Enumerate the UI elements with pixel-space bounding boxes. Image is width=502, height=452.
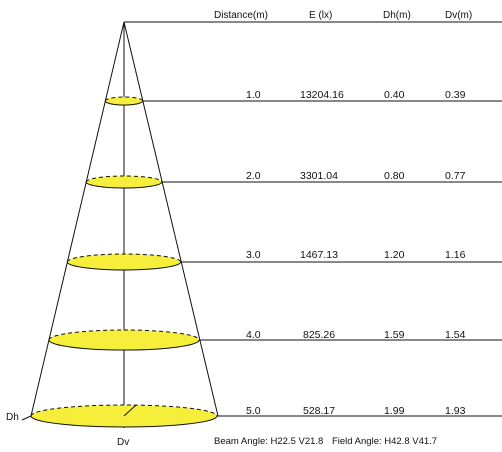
cone-right-edge — [123, 21, 219, 417]
row-2-dh: 0.80 — [384, 170, 405, 182]
beam-spot-back-edge-3 — [66, 253, 182, 263]
row-1-lux: 13204.16 — [300, 89, 344, 101]
row-5-lux: 528.17 — [303, 405, 336, 417]
row-1-distance: 1.0 — [246, 89, 261, 101]
dv-label: Dv — [117, 437, 130, 448]
beam-spot-back-edge-2 — [85, 175, 163, 183]
row-3-dv: 1.16 — [445, 249, 466, 261]
beam-spot-front-edge-4 — [48, 339, 200, 351]
beam-angle-text: Beam Angle: H22.5 V21.8 — [214, 436, 324, 447]
column-header-distance: Distance(m) — [214, 10, 268, 21]
beam-spot-front-edge-2 — [85, 181, 163, 189]
dh-label: Dh — [6, 412, 19, 423]
dv-marker-line — [123, 404, 137, 417]
beam-spot-back-edge-5 — [30, 404, 218, 417]
beam-spot-back-edge-1 — [104, 96, 144, 102]
row-5-dv: 1.93 — [445, 405, 466, 417]
cone-left-edge — [30, 21, 125, 417]
row-4-dh: 1.59 — [384, 329, 405, 341]
row-3-dh: 1.20 — [384, 249, 405, 261]
angle-footer: Beam Angle: H22.5 V21.8 Field Angle: H42… — [214, 436, 437, 448]
row-5-dh: 1.99 — [384, 405, 405, 417]
row-5-distance: 5.0 — [246, 405, 261, 417]
beam-spot-front-edge-5 — [30, 415, 218, 428]
row-2-distance: 2.0 — [246, 170, 261, 182]
row-4-distance: 4.0 — [246, 329, 261, 341]
beam-spot-back-edge-4 — [48, 329, 200, 341]
row-3-distance: 3.0 — [246, 249, 261, 261]
row-1-dv: 0.39 — [445, 89, 466, 101]
beam-spot-4 — [48, 330, 200, 350]
beam-spot-3 — [67, 254, 181, 270]
beam-spot-1 — [105, 97, 143, 105]
row-4-dv: 1.54 — [445, 329, 466, 341]
beam-spot-2 — [86, 176, 162, 188]
column-header-lux: E (lx) — [309, 10, 333, 21]
column-header-dv: Dv(m) — [445, 10, 473, 21]
row-2-lux: 3301.04 — [300, 170, 338, 182]
beam-spot-front-edge-3 — [66, 261, 182, 271]
dh-marker-line — [21, 415, 32, 421]
row-2-dv: 0.77 — [445, 170, 466, 182]
beam-spot-front-edge-1 — [104, 100, 144, 106]
row-4-lux: 825.26 — [303, 329, 336, 341]
field-angle-text: Field Angle: H42.8 V41.7 — [331, 436, 438, 447]
row-3-lux: 1467.13 — [300, 249, 338, 261]
row-1-dh: 0.40 — [384, 89, 405, 101]
column-header-dh: Dh(m) — [383, 10, 411, 21]
